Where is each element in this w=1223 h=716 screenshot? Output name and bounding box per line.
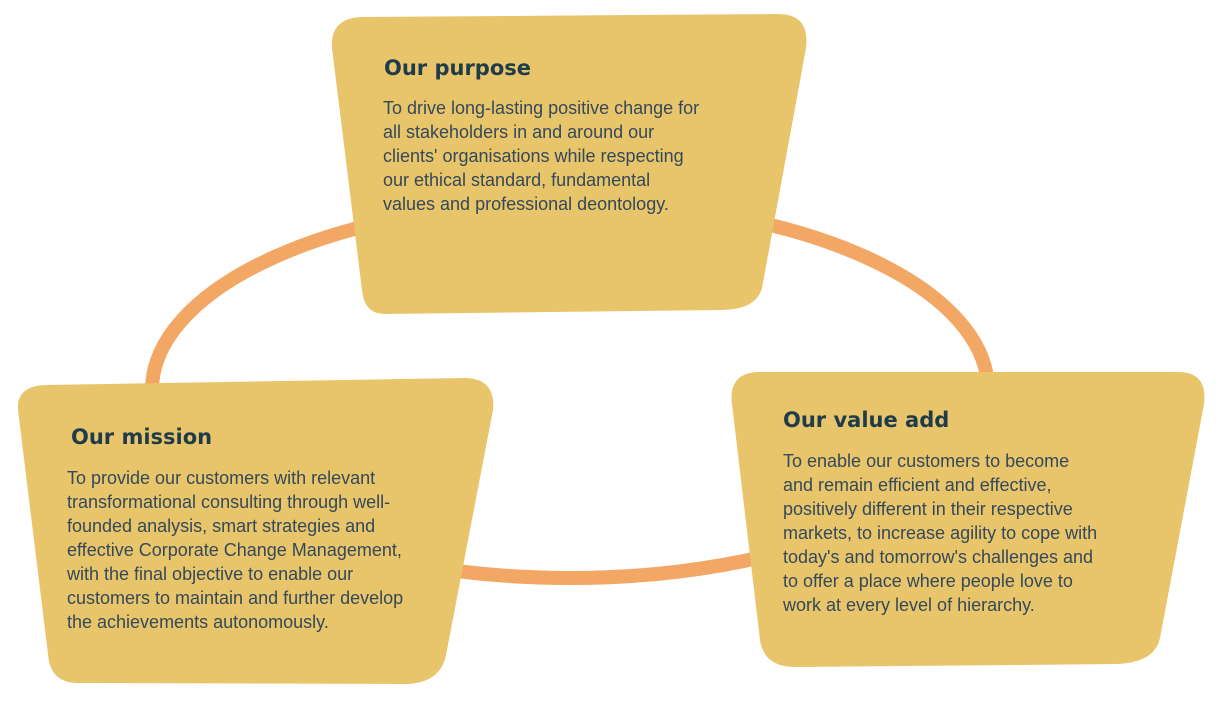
value-add-body-line: To enable our customers to become	[783, 451, 1070, 471]
value-add-body-line: markets, to increase agility to cope wit…	[783, 523, 1098, 543]
mission-body-line: founded analysis, smart strategies and	[67, 516, 376, 536]
mission-body-line: with the final objective to enable our	[67, 564, 354, 584]
mission-body-line: customers to maintain and further develo…	[67, 588, 404, 608]
value-add-body-line: work at every level of hierarchy.	[783, 595, 1035, 615]
purpose-body-line: our ethical standard, fundamental	[383, 170, 651, 190]
value-add-body-line: positively different in their respective	[783, 499, 1073, 519]
value-add-card-shape	[731, 372, 1205, 667]
purpose-body-line: To drive long-lasting positive change fo…	[383, 98, 700, 118]
mission-card-body: To provide our customers with relevant t…	[67, 466, 403, 634]
purpose-card-title: Our purpose	[384, 56, 532, 80]
value-add-body-line: today's and tomorrow's challenges and	[783, 547, 1094, 567]
purpose-body-line: values and professional deontology.	[383, 194, 669, 214]
value-add-card: Our value add To enable our customers to…	[783, 408, 1097, 617]
mission-body-line: To provide our customers with relevant	[67, 468, 376, 488]
purpose-card-body: To drive long-lasting positive change fo…	[383, 96, 699, 216]
mission-body-line: effective Corporate Change Management,	[67, 540, 402, 560]
value-add-body-line: to offer a place where people love to	[783, 571, 1073, 591]
purpose-card-shape	[331, 14, 807, 314]
purpose-card: Our purpose To drive long-lasting positi…	[383, 56, 699, 216]
mission-card-shape	[17, 378, 494, 684]
value-add-card-body: To enable our customers to become and re…	[783, 449, 1097, 617]
mission-body-line: the achievements autonomously.	[67, 612, 329, 632]
mission-body-line: transformational consulting through well…	[67, 492, 391, 512]
purpose-body-line: all stakeholders in and around our	[383, 122, 655, 142]
purpose-body-line: clients' organisations while respecting	[383, 146, 684, 166]
value-add-body-line: and remain efficient and effective,	[783, 475, 1052, 495]
value-add-card-title: Our value add	[783, 408, 950, 432]
mission-card: Our mission To provide our customers wit…	[67, 425, 403, 634]
mission-card-title: Our mission	[71, 425, 213, 449]
